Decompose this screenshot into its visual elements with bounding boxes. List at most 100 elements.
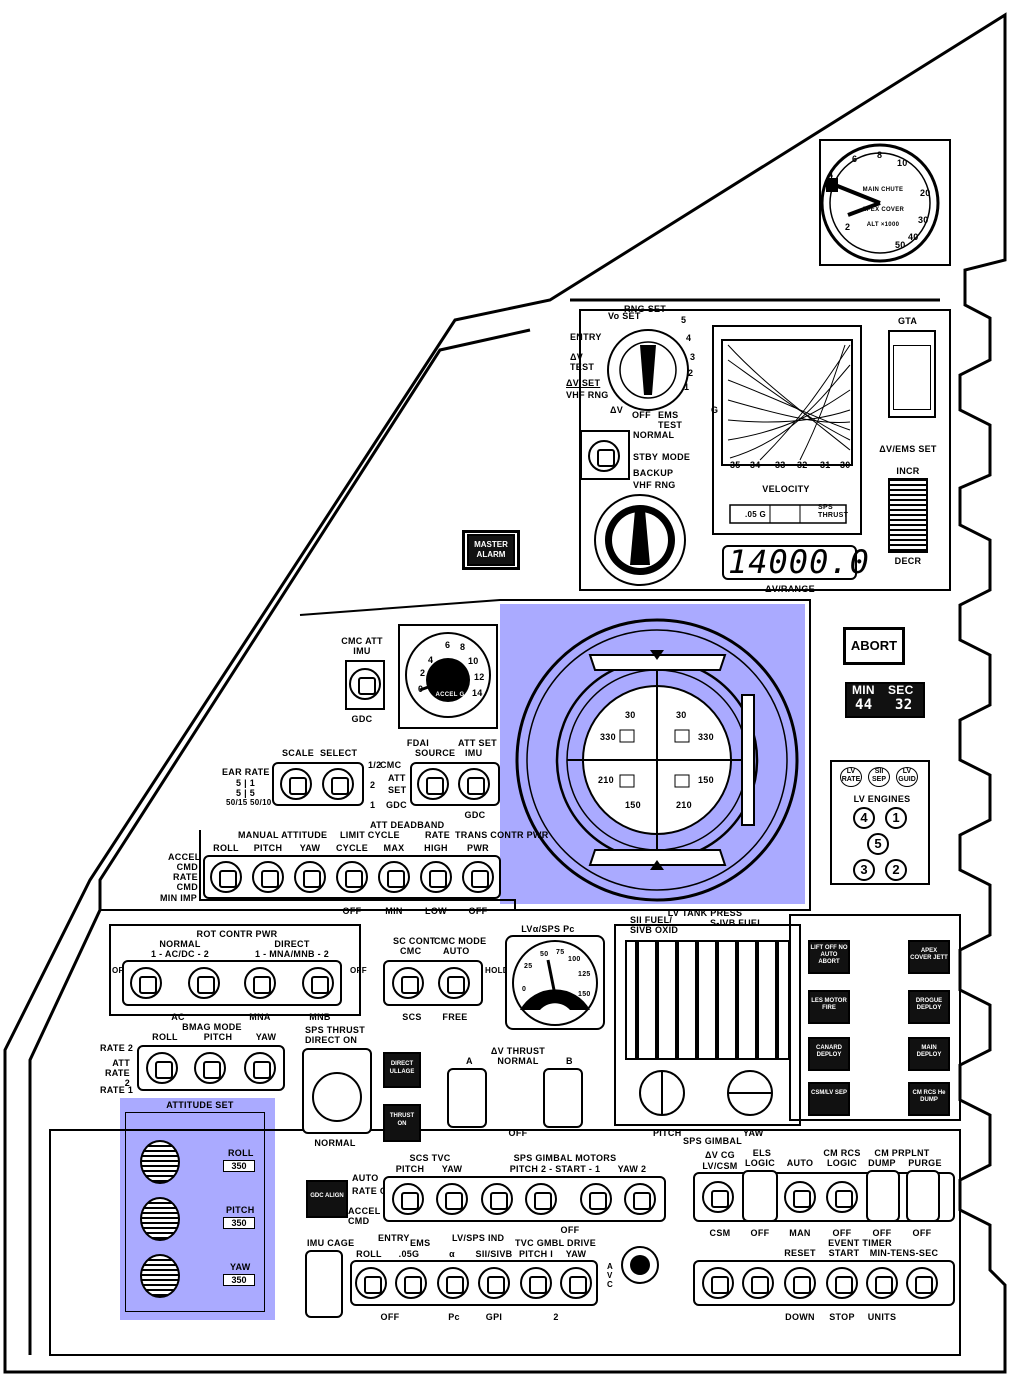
att-set-imu-label: IMU bbox=[465, 748, 483, 758]
gdc-align-button[interactable]: GDC ALIGN bbox=[306, 1180, 348, 1218]
bmag-yaw-switch[interactable] bbox=[244, 1052, 276, 1084]
sps-thrust-switch[interactable] bbox=[312, 1072, 362, 1122]
event-timer-switch[interactable] bbox=[702, 1267, 734, 1299]
rot-contr-switch[interactable] bbox=[130, 967, 162, 999]
purge-guarded-switch[interactable] bbox=[906, 1170, 940, 1222]
event-timer-switch[interactable] bbox=[742, 1267, 774, 1299]
roll-thumbwheel[interactable] bbox=[140, 1140, 180, 1184]
gimbal-motor-switch[interactable] bbox=[481, 1183, 513, 1215]
limit-cycle-switch[interactable] bbox=[336, 861, 368, 893]
att-set-switch[interactable] bbox=[458, 768, 490, 800]
rot-contr-switch[interactable] bbox=[302, 967, 334, 999]
gimbal-motor-switch[interactable] bbox=[580, 1183, 612, 1215]
rot-contr-switch[interactable] bbox=[188, 967, 220, 999]
apex-cover-label: APEX COVER bbox=[861, 207, 905, 213]
alt-num: 6 bbox=[852, 154, 858, 164]
scs-pitch-switch[interactable] bbox=[392, 1183, 424, 1215]
canard-deploy-button[interactable]: CANARD DEPLOY bbox=[808, 1037, 850, 1071]
event-start-switch[interactable] bbox=[826, 1267, 858, 1299]
els-auto-switch[interactable] bbox=[784, 1181, 816, 1213]
lv-sps-num: 100 bbox=[568, 956, 581, 963]
two-label: 2 bbox=[370, 780, 376, 790]
dv-ems-set-thumbwheel[interactable] bbox=[888, 478, 928, 553]
pitch-thumbwheel[interactable] bbox=[140, 1197, 180, 1241]
vo-set-label: Vo SET bbox=[608, 311, 641, 321]
manual-roll-switch[interactable] bbox=[210, 861, 242, 893]
gta-inner bbox=[893, 345, 931, 410]
rate-r1: 5 | 1 bbox=[236, 778, 256, 788]
tvc-pitch-switch[interactable] bbox=[520, 1267, 552, 1299]
liftoff-button[interactable]: LIFT OFF NO AUTO ABORT bbox=[808, 940, 850, 974]
velocity-tick: 31 bbox=[820, 460, 831, 470]
accel-num: 4 bbox=[428, 655, 434, 665]
lv-sps-num: 125 bbox=[578, 971, 591, 978]
cm-rcs-logic-switch[interactable] bbox=[826, 1181, 858, 1213]
rot-contr-switch[interactable] bbox=[244, 967, 276, 999]
cmc-mode-switch[interactable] bbox=[438, 967, 470, 999]
fdai-num: 30 bbox=[625, 710, 636, 720]
bmag-pitch-switch[interactable] bbox=[194, 1052, 226, 1084]
dv-test-label: ΔV TEST bbox=[570, 352, 595, 372]
trans-contr-switch[interactable] bbox=[462, 861, 494, 893]
direct-ullage-button[interactable]: DIRECT ULLAGE bbox=[383, 1052, 421, 1088]
yaw-thumbwheel[interactable] bbox=[140, 1254, 180, 1298]
lv-alpha-switch[interactable] bbox=[437, 1267, 469, 1299]
deadband-switch[interactable] bbox=[378, 861, 410, 893]
cmc-att-label: CMC ATT bbox=[341, 636, 383, 646]
els-auto-label: AUTO bbox=[786, 1158, 814, 1168]
manual-bottom: OFF bbox=[342, 906, 362, 916]
sii-sep-light: SII SEP bbox=[868, 767, 890, 787]
csm-lv-sep-button[interactable]: CSM/LV SEP bbox=[808, 1082, 850, 1116]
ems-mode-switch[interactable] bbox=[588, 440, 620, 472]
tvc-yaw-switch[interactable] bbox=[560, 1267, 592, 1299]
master-alarm-button[interactable]: MASTER ALARM bbox=[467, 534, 515, 566]
imu-cage-switch[interactable] bbox=[305, 1250, 343, 1318]
manual-col: PITCH bbox=[253, 843, 283, 853]
alt-num: 30 bbox=[918, 215, 929, 225]
thrust-on-button[interactable]: THRUST ON bbox=[383, 1104, 421, 1142]
dump-guarded-switch[interactable] bbox=[866, 1170, 900, 1222]
ems-05g-switch[interactable] bbox=[395, 1267, 427, 1299]
sc-cont-switch[interactable] bbox=[392, 967, 424, 999]
gimbal-yaw-label: YAW bbox=[743, 1128, 764, 1138]
sps-thrust-direct-label: SPS THRUST DIRECT ON bbox=[305, 1025, 366, 1045]
rate-switch[interactable] bbox=[420, 861, 452, 893]
els-logic-guarded-switch[interactable] bbox=[742, 1170, 778, 1222]
scs-yaw-switch[interactable] bbox=[436, 1183, 468, 1215]
dv-thrust-a-switch[interactable] bbox=[447, 1068, 487, 1128]
lv-sps-ind-label: LV/SPS IND bbox=[452, 1233, 505, 1243]
event-reset-switch[interactable] bbox=[784, 1267, 816, 1299]
fdai-scale-switch[interactable] bbox=[280, 768, 312, 800]
lv-engine-light: 4 bbox=[853, 807, 875, 829]
dv-cg-switch[interactable] bbox=[702, 1181, 734, 1213]
event-min-switch[interactable] bbox=[866, 1267, 898, 1299]
manual-yaw-switch[interactable] bbox=[294, 861, 326, 893]
alt-num: 40 bbox=[908, 232, 919, 242]
cm-rcs-dump-button[interactable]: CM RCS He DUMP bbox=[908, 1082, 950, 1116]
one-label: 1 bbox=[370, 800, 376, 810]
ems-roll-switch[interactable] bbox=[355, 1267, 387, 1299]
dv-thrust-b-switch[interactable] bbox=[543, 1068, 583, 1128]
alt-num: 2 bbox=[845, 222, 851, 232]
les-motor-fire-button[interactable]: LES MOTOR FIRE bbox=[808, 990, 850, 1024]
sii-sivb-switch[interactable] bbox=[478, 1267, 510, 1299]
gimbal-motor-switch[interactable] bbox=[525, 1183, 557, 1215]
sc-cont-bar bbox=[383, 960, 483, 1006]
fdai-source-switch[interactable] bbox=[417, 768, 449, 800]
main-deploy-button[interactable]: MAIN DEPLOY bbox=[908, 1037, 950, 1071]
timer-sec-value: 32 bbox=[895, 697, 913, 713]
drogue-deploy-button[interactable]: DROGUE DEPLOY bbox=[908, 990, 950, 1024]
fdai-num: 210 bbox=[598, 775, 614, 785]
event-sec-switch[interactable] bbox=[906, 1267, 938, 1299]
timer-sec-label: SEC bbox=[888, 683, 914, 697]
cmc-att-switch[interactable] bbox=[349, 668, 381, 700]
manual-pitch-switch[interactable] bbox=[252, 861, 284, 893]
bmag-roll-switch[interactable] bbox=[146, 1052, 178, 1084]
fdai-select-switch[interactable] bbox=[322, 768, 354, 800]
apex-cover-jett-button[interactable]: APEX COVER JETT bbox=[908, 940, 950, 974]
gimbal-motor-switch[interactable] bbox=[624, 1183, 656, 1215]
